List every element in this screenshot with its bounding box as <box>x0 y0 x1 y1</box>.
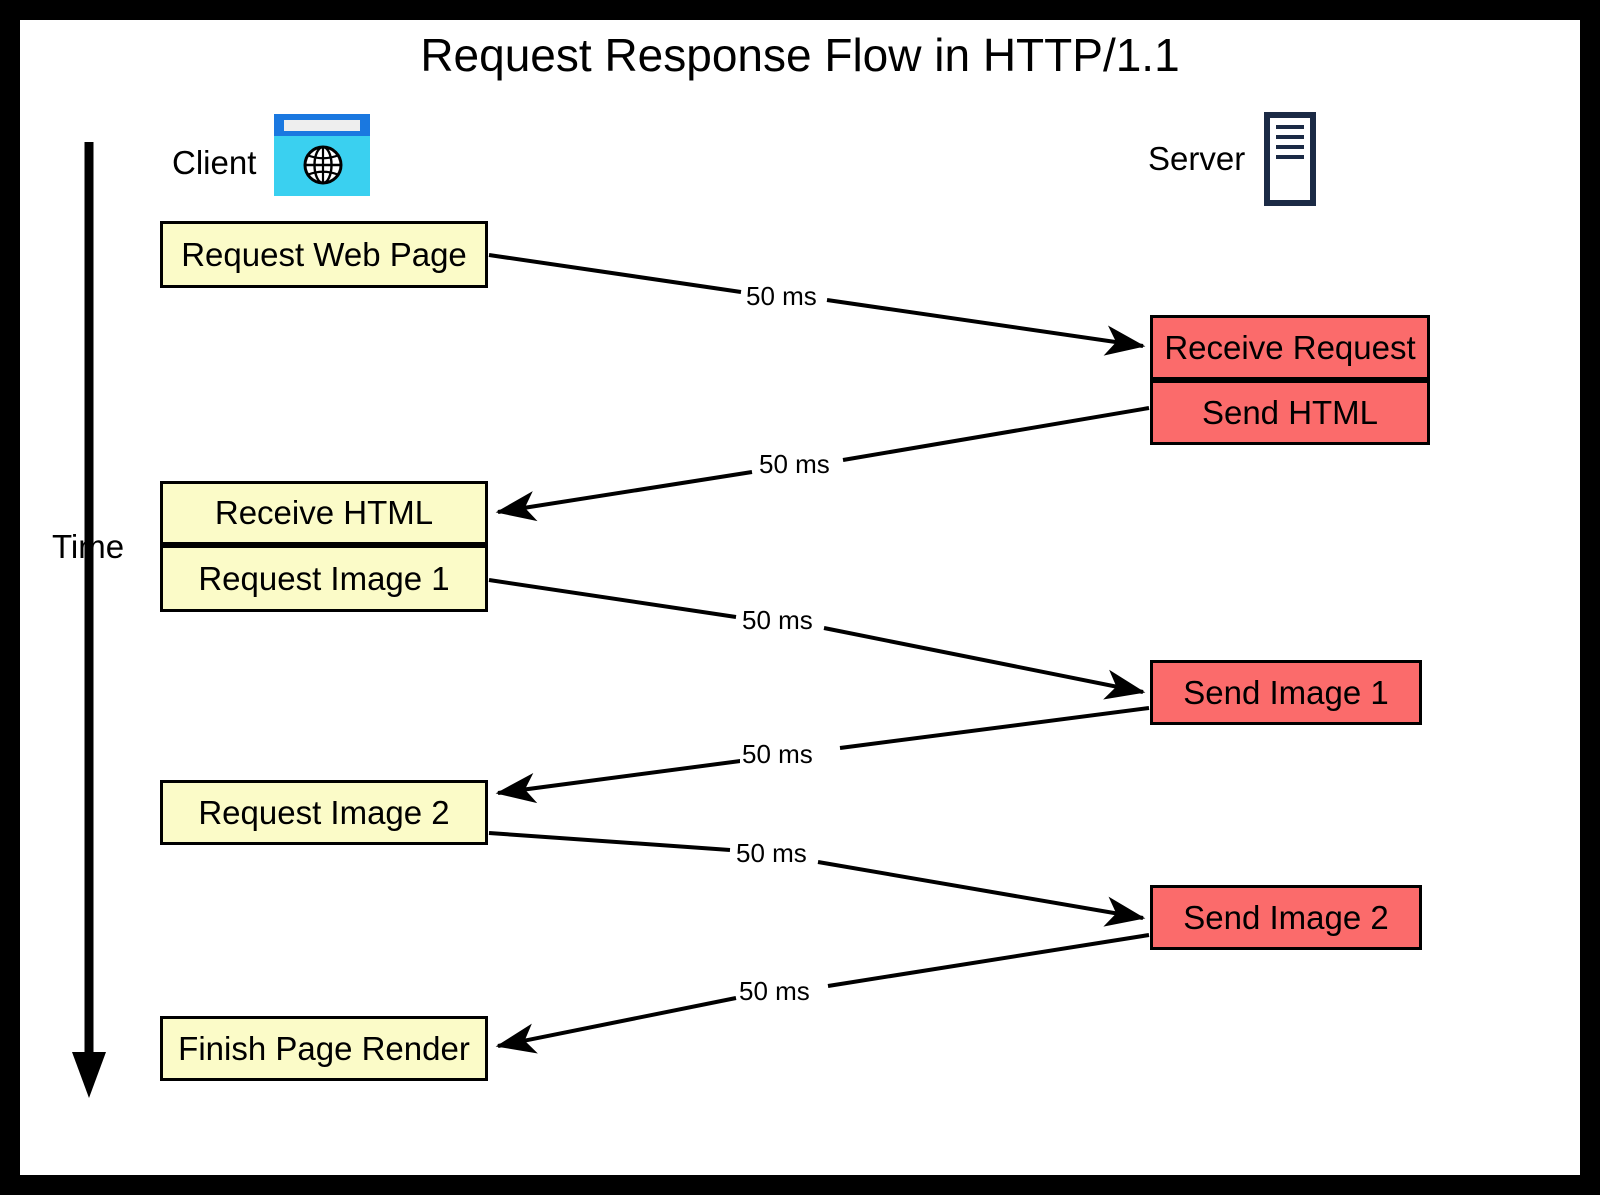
node-label: Send Image 1 <box>1183 673 1389 711</box>
node-label: Request Web Page <box>181 235 467 273</box>
diagram-title: Request Response Flow in HTTP/1.1 <box>420 29 1180 81</box>
arrow-msg-3-b <box>823 626 1146 700</box>
server-step-receive-request[interactable]: Receive Request <box>1150 315 1430 380</box>
server-step-send-html[interactable]: Send HTML <box>1150 380 1430 445</box>
latency-label-msg-6: 50 ms <box>737 976 812 1006</box>
arrow-msg-4-b <box>495 758 749 804</box>
time-axis-arrow-icon <box>72 142 106 1098</box>
arrow-msg-1-b <box>826 298 1146 356</box>
latency-label-msg-1: 50 ms <box>744 281 819 311</box>
node-label: Receive Request <box>1164 328 1416 366</box>
server-step-send-image-1[interactable]: Send Image 1 <box>1150 660 1422 725</box>
server-rack-icon <box>1264 112 1316 206</box>
client-lane-label: Client <box>172 144 257 181</box>
node-label: Request Image 1 <box>198 559 450 597</box>
client-step-request-image-2[interactable]: Request Image 2 <box>160 780 488 845</box>
diagram-canvas: Request Response Flow in HTTP/1.1 Client… <box>20 20 1580 1175</box>
arrow-msg-4-a <box>839 706 1150 750</box>
latency-label-msg-2: 50 ms <box>757 449 832 479</box>
node-label: Finish Page Render <box>178 1029 470 1067</box>
client-step-finish-page-render[interactable]: Finish Page Render <box>160 1016 488 1081</box>
client-step-receive-html[interactable]: Receive HTML <box>160 481 488 545</box>
node-label: Request Image 2 <box>198 793 450 831</box>
server-step-send-image-2[interactable]: Send Image 2 <box>1150 885 1422 950</box>
arrow-msg-2-b <box>495 470 753 522</box>
client-step-request-image-1[interactable]: Request Image 1 <box>160 545 488 612</box>
time-axis-label: Time <box>52 528 125 565</box>
client-step-request-web-page[interactable]: Request Web Page <box>160 221 488 288</box>
arrow-msg-2-a <box>842 406 1150 462</box>
server-lane-label: Server <box>1148 140 1246 177</box>
arrow-msg-5-b <box>817 860 1146 927</box>
arrow-msg-6-b <box>495 996 737 1054</box>
browser-globe-icon <box>274 114 370 196</box>
arrow-msg-1-a <box>488 253 742 294</box>
arrow-msg-6-a <box>827 933 1150 988</box>
latency-label-msg-5: 50 ms <box>734 838 809 868</box>
latency-label-msg-4: 50 ms <box>740 739 815 769</box>
diagram-frame: Request Response Flow in HTTP/1.1 Client… <box>20 20 1580 1175</box>
latency-label-msg-3: 50 ms <box>740 605 815 635</box>
node-label: Receive HTML <box>214 494 434 531</box>
globe-icon <box>303 145 343 185</box>
arrow-msg-3-a <box>488 578 737 619</box>
node-label: Send Image 2 <box>1183 898 1389 936</box>
node-label: Send HTML <box>1201 393 1379 431</box>
arrow-msg-5-a <box>488 831 731 852</box>
browser-addressbar-icon <box>284 120 360 131</box>
message-arrows <box>488 253 1150 1054</box>
